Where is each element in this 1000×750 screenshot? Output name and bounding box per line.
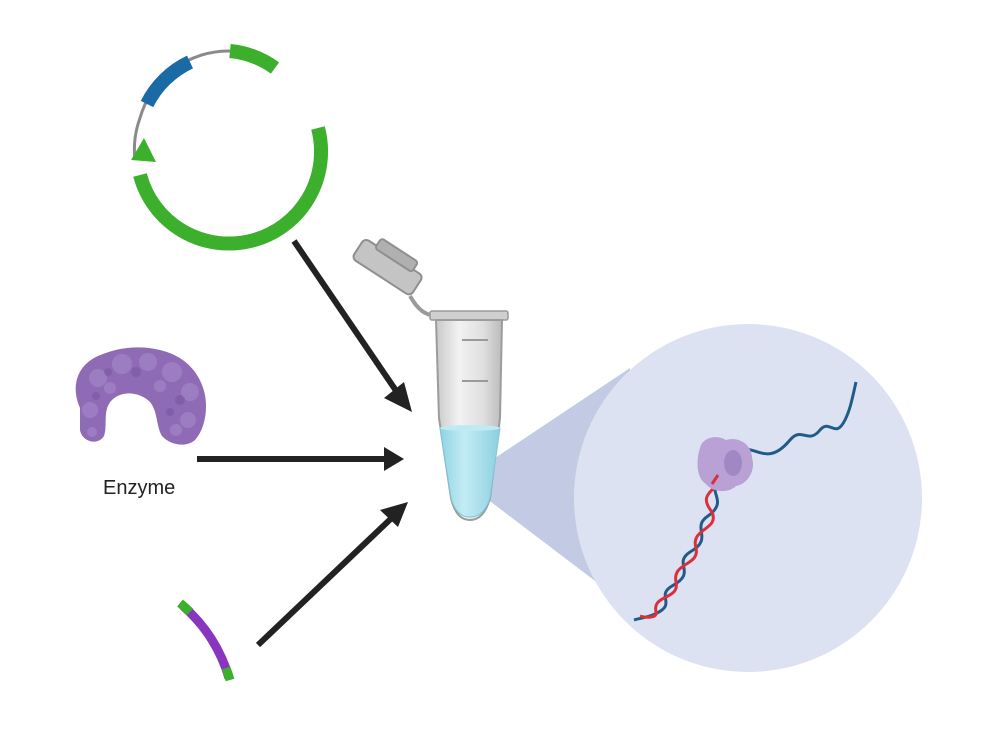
- arrow-fragment-to-tube: [255, 509, 401, 648]
- microcentrifuge-tube-icon: [352, 238, 509, 522]
- plasmid-icon: [131, 44, 329, 251]
- enzyme-label: Enzyme: [103, 477, 175, 499]
- zoom-circle: [574, 324, 922, 672]
- arrows: [197, 239, 404, 648]
- polymerase-on-dna-icon: [633, 381, 858, 622]
- dna-fragment-icon: [177, 599, 235, 682]
- enzyme-icon: [75, 347, 206, 445]
- arrow-plasmid-to-tube: [291, 239, 404, 401]
